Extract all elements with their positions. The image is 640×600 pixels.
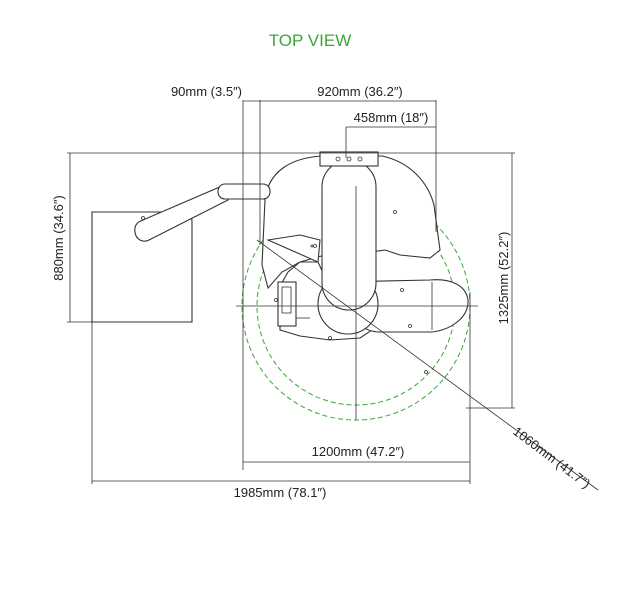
controller-assembly <box>91 183 271 323</box>
dim-458mm: 458mm (18″) <box>354 110 429 125</box>
pendant-mount <box>217 183 271 200</box>
dim-920mm: 920mm (36.2″) <box>317 84 403 99</box>
dim-90mm: 90mm (3.5″) <box>171 84 242 99</box>
base-screw-4 <box>328 336 332 340</box>
wrist-plate <box>319 151 379 167</box>
base-screw-3 <box>274 298 278 302</box>
connector-block <box>277 281 297 327</box>
wrist-dot-3 <box>357 156 363 162</box>
view-title: TOP VIEW <box>269 31 352 50</box>
base-screw-1 <box>393 210 397 214</box>
robot-body <box>261 151 469 374</box>
dimension-lines <box>67 100 599 491</box>
dim-880mm: 880mm (34.6″) <box>51 195 66 281</box>
dim-1200mm: 1200mm (47.2″) <box>312 444 405 459</box>
wrist-dot-1 <box>335 156 341 162</box>
base-screw-6 <box>310 244 314 248</box>
upper-arm <box>321 159 377 311</box>
dim-1060mm: 1060mm (41.7″) <box>510 424 593 492</box>
dim-1985mm: 1985mm (78.1″) <box>234 485 327 500</box>
wrist-dot-2 <box>346 156 352 162</box>
dim-1325mm: 1325mm (52.2″) <box>496 232 511 325</box>
forearm-screw-1 <box>400 288 404 292</box>
base-screw-5 <box>424 370 428 374</box>
base-screw-2 <box>313 244 317 248</box>
forearm-screw-2 <box>408 324 412 328</box>
connector-slot <box>281 286 292 314</box>
